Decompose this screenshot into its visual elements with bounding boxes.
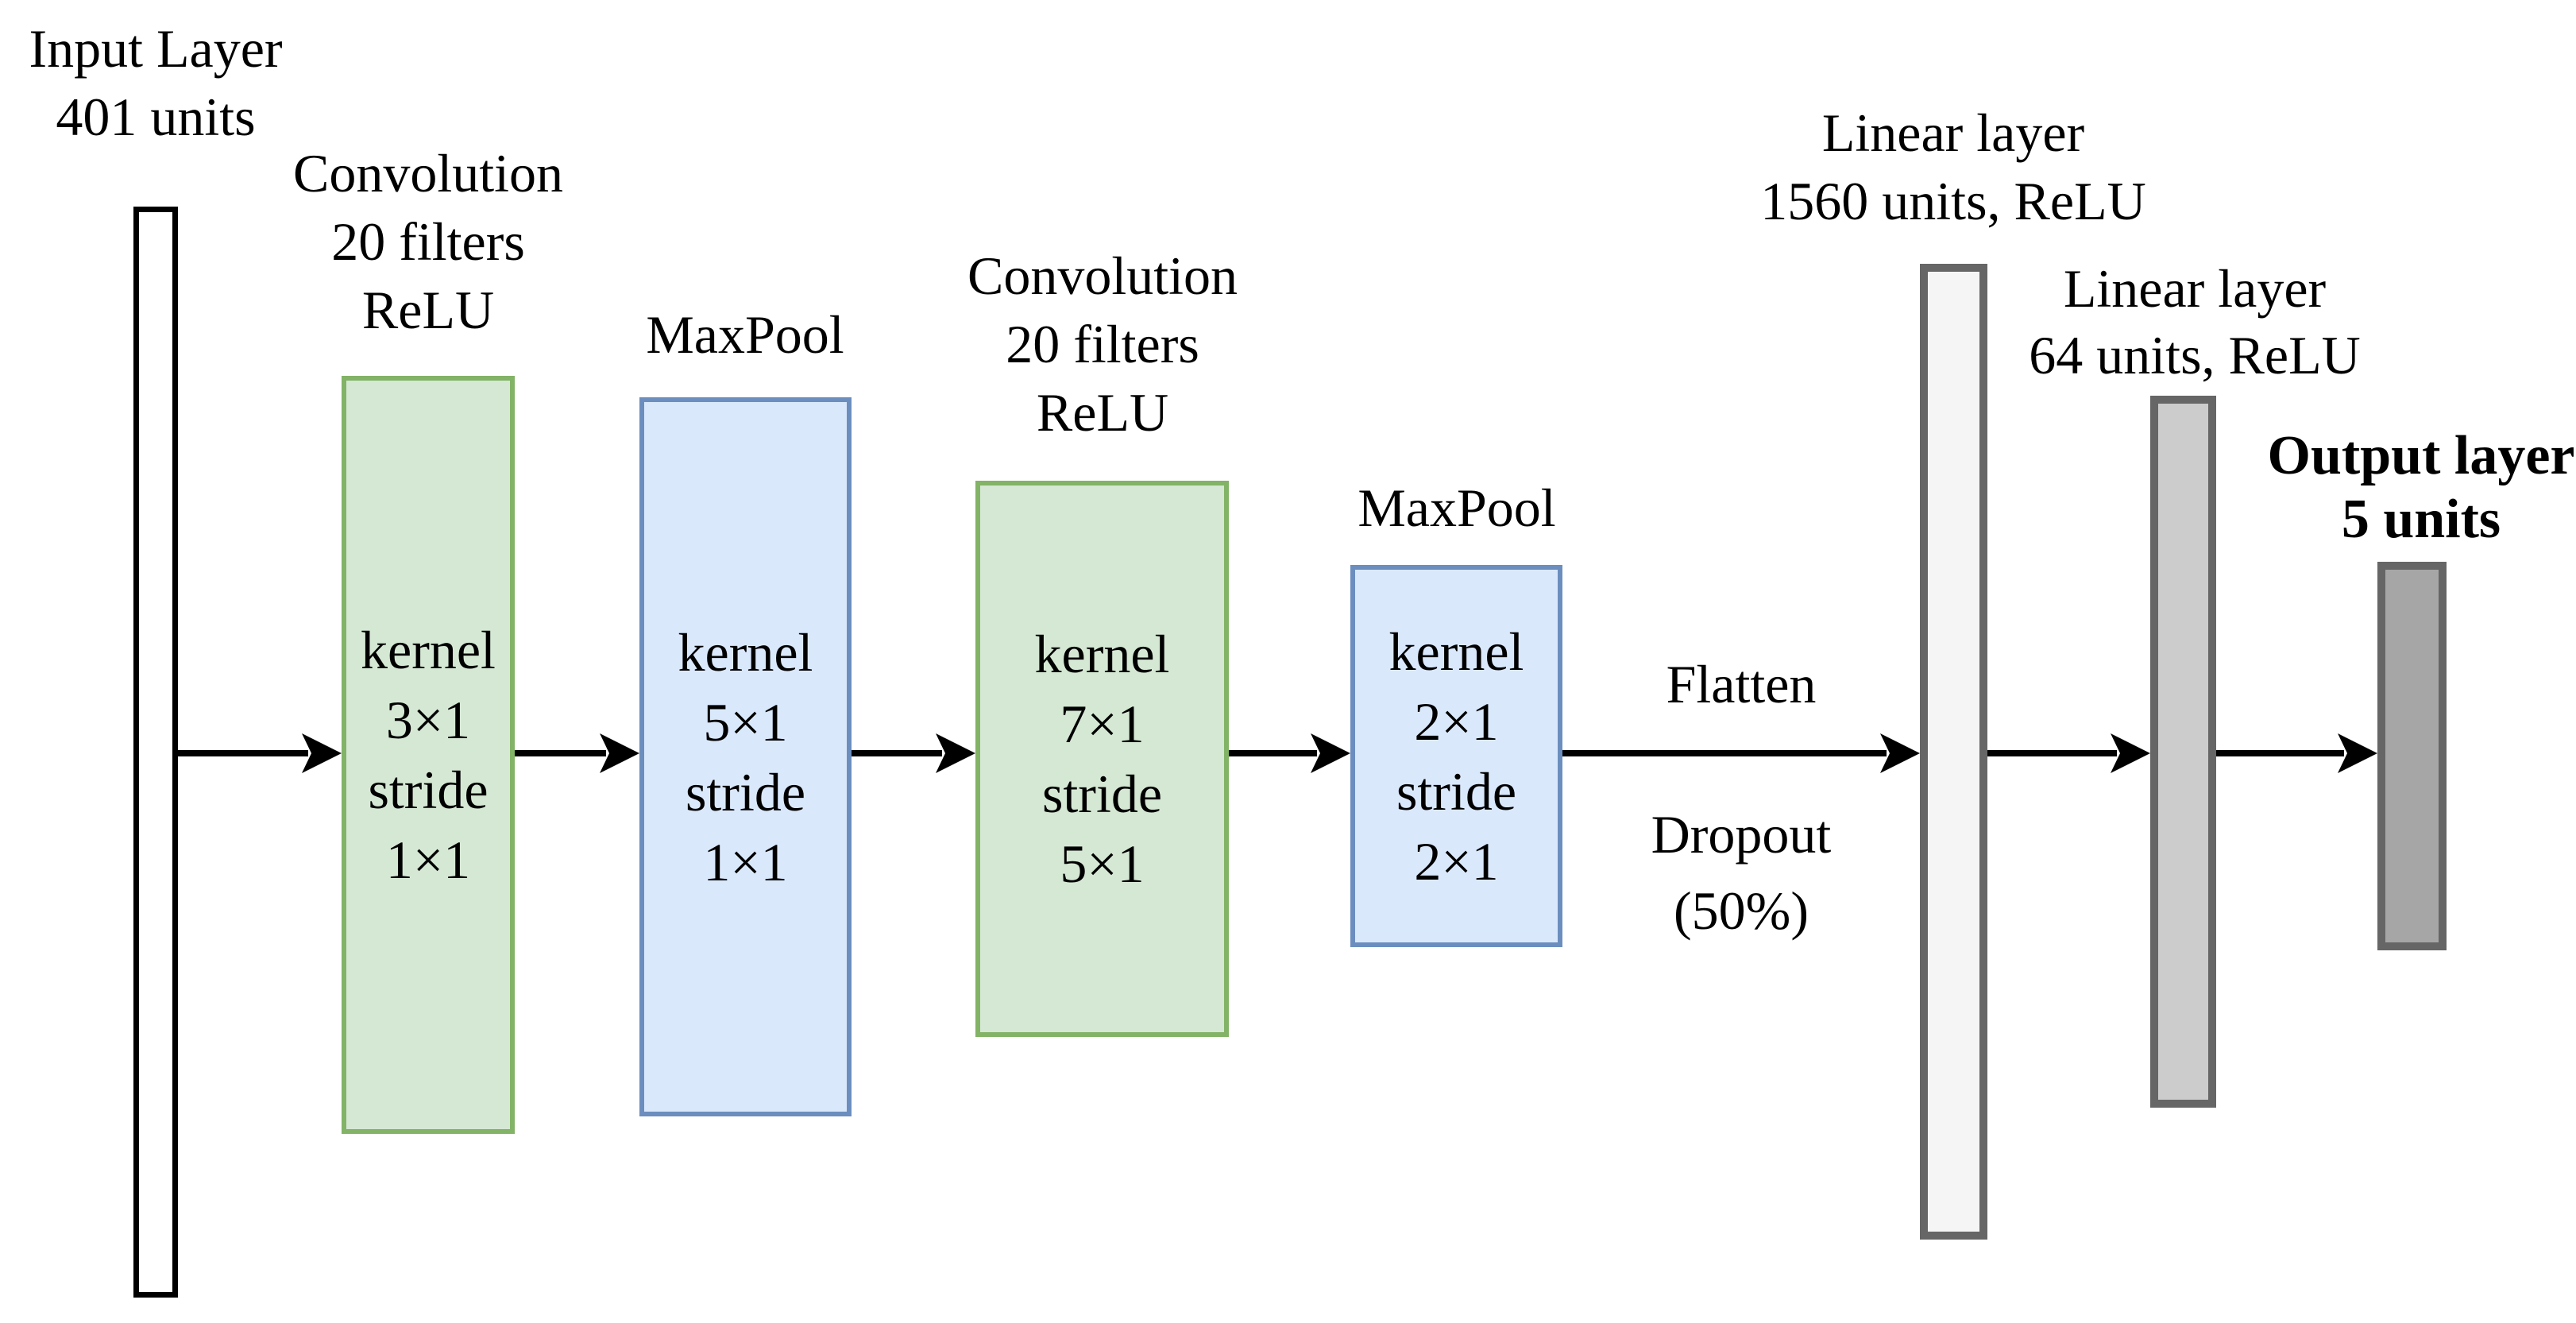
conv1-params: kernel 3×1 stride 1×1 [361,615,496,895]
pool1-param-stride-value: 1×1 [703,831,788,892]
conv2-label: Convolution 20 filters ReLU [944,242,1261,447]
flow-arrow-fc2-to-output [2216,733,2377,774]
output-layer-label-line1: Output layer [2267,425,2575,486]
arrow-line [852,750,942,756]
dropout-label-line1: Dropout [1651,804,1832,865]
fc1-bar [1920,264,1987,1240]
input-layer-label-line2: 401 units [56,87,256,147]
pool1-label: MaxPool [586,300,904,369]
conv2-param-stride-value: 5×1 [1060,834,1145,894]
conv1-param-kernel-label: kernel [361,620,496,680]
fc2-label-line1: Linear layer [2063,258,2327,319]
arrow-line [1987,750,2117,756]
pool2-params: kernel 2×1 stride 2×1 [1389,617,1524,896]
pool1-box: kernel 5×1 stride 1×1 [639,397,852,1116]
pool2-param-kernel-label: kernel [1388,621,1524,682]
pool2-param-kernel-value: 2×1 [1414,691,1499,752]
conv2-param-kernel-value: 7×1 [1060,694,1145,754]
fc1-label: Linear layer 1560 units, ReLU [1715,99,2192,235]
output-layer-label: Output layer 5 units [2223,424,2576,551]
pool1-param-kernel-value: 5×1 [703,691,788,752]
flow-arrow-fc1-to-fc2 [1987,733,2150,774]
conv2-params: kernel 7×1 stride 5×1 [1035,619,1170,899]
output-layer-label-line2: 5 units [2341,489,2501,550]
arrow-line [1229,750,1317,756]
conv1-param-stride-label: stride [368,760,489,820]
flatten-label: Flatten [1582,650,1900,718]
pool1-label-line1: MaxPool [646,304,844,365]
flow-arrow-pool2-to-fc1 [1562,733,1920,774]
arrow-line [178,750,308,756]
input-layer-label-line1: Input Layer [29,18,283,79]
pool2-label-line1: MaxPool [1358,478,1556,538]
conv1-label-line1: Convolution [292,143,564,203]
pool2-label: MaxPool [1298,474,1616,542]
conv1-box: kernel 3×1 stride 1×1 [342,376,515,1134]
pool1-param-kernel-label: kernel [678,621,813,683]
conv1-label-line2: 20 filters [331,211,525,272]
fc2-label: Linear layer 64 units, ReLU [1956,255,2433,389]
pool1-params: kernel 5×1 stride 1×1 [678,617,813,897]
fc2-bar [2150,396,2216,1108]
conv2-label-line3: ReLU [1036,382,1169,443]
flow-arrow-input-to-conv1 [178,733,342,774]
conv2-param-kernel-label: kernel [1034,624,1170,684]
dropout-label: Dropout (50%) [1582,796,1900,949]
flow-arrow-conv2-to-pool2 [1229,733,1350,774]
pool2-box: kernel 2×1 stride 2×1 [1350,565,1562,947]
conv2-label-line2: 20 filters [1006,314,1199,374]
flow-arrow-conv1-to-pool1 [515,733,639,774]
dropout-label-line2: (50%) [1674,880,1809,941]
conv2-param-stride-label: stride [1041,764,1163,824]
conv2-box: kernel 7×1 stride 5×1 [975,481,1229,1037]
conv2-label-line1: Convolution [967,246,1238,306]
fc1-label-line1: Linear layer [1821,103,2085,163]
input-layer-label: Input Layer 401 units [0,14,315,151]
conv1-label-line3: ReLU [361,280,495,340]
arrow-line [2216,750,2344,756]
arrow-line [1562,750,1887,756]
conv1-label: Convolution 20 filters ReLU [269,139,587,344]
pool2-param-stride-value: 2×1 [1414,830,1499,892]
arrow-line [515,750,606,756]
output-layer-bar [2377,562,2447,950]
input-layer-bar [133,207,178,1298]
fc2-label-line2: 64 units, ReLU [2029,325,2361,385]
pool1-param-stride-label: stride [685,761,806,822]
pool2-param-stride-label: stride [1396,760,1517,822]
flatten-label-line1: Flatten [1666,654,1817,714]
flow-arrow-pool1-to-conv2 [852,733,975,774]
conv1-param-stride-value: 1×1 [385,830,471,890]
fc1-label-line2: 1560 units, ReLU [1760,171,2146,231]
conv1-param-kernel-value: 3×1 [385,690,471,750]
